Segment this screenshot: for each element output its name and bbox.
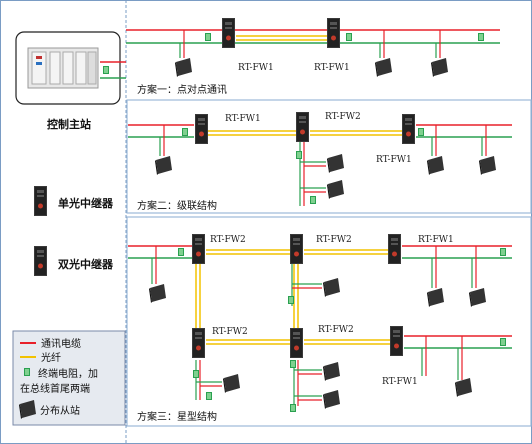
scheme-3: RT-FW2 RT-FW2 RT-FW1 RT-FW2 RT-FW2 RT-FW… <box>128 234 512 423</box>
terminator-icon <box>178 248 184 256</box>
device-label: RT-FW2 <box>210 235 246 245</box>
scheme-2: RT-FW1 RT-FW2 RT-FW1 方案二：级联结构 <box>128 112 512 212</box>
legend-slave: 分布从站 <box>40 404 80 417</box>
terminator-icon <box>205 33 211 41</box>
legend-box: 通讯电缆 光纤 终端电阻，加 在总线首尾两端 分布从站 <box>12 330 126 426</box>
legend-single-repeater: 单光中继器 <box>34 186 114 216</box>
master-label: 控制主站 <box>47 117 91 131</box>
legend-cable: 通讯电缆 <box>41 337 81 350</box>
scheme2-panel <box>126 99 532 214</box>
terminator-icon <box>478 33 484 41</box>
legend-terminator: 终端电阻，加 <box>38 367 98 380</box>
single-label: 单光中继器 <box>58 196 114 210</box>
terminator-icon <box>193 370 199 378</box>
scheme-1: RT-FW1 RT-FW1 方案一：点对点通讯 <box>126 18 500 96</box>
slave-station-icon <box>375 58 392 77</box>
slave-station-icon <box>223 374 240 393</box>
slave-station-icon <box>479 156 496 175</box>
terminator-icon <box>290 404 296 412</box>
plc-master-icon <box>27 47 99 89</box>
slave-station-icon <box>327 180 344 199</box>
terminator-icon <box>346 33 352 41</box>
slave-station-icon <box>155 156 172 175</box>
repeater-icon <box>192 234 205 264</box>
slave-station-icon <box>323 362 340 381</box>
terminator-icon <box>288 296 294 304</box>
scheme2-caption: 方案二：级联结构 <box>137 199 217 212</box>
device-label: RT-FW1 <box>382 377 418 387</box>
repeater-icon <box>388 234 401 264</box>
device-label: RT-FW1 <box>225 114 261 124</box>
slave-station-icon <box>327 154 344 173</box>
device-label: RT-FW1 <box>418 235 454 245</box>
slave-station-icon <box>323 278 340 297</box>
terminator-icon <box>206 392 212 400</box>
scheme3-caption: 方案三：星型结构 <box>137 410 217 423</box>
terminator-icon <box>500 248 506 256</box>
legend-fiber: 光纤 <box>41 351 61 364</box>
slave-station-icon <box>469 288 486 307</box>
terminator-icon <box>310 196 316 204</box>
slave-station-icon <box>427 288 444 307</box>
device-label: RT-FW2 <box>318 325 354 335</box>
repeater-icon <box>296 112 309 142</box>
terminator-icon <box>24 368 30 376</box>
repeater-icon <box>327 18 340 48</box>
device-label: RT-FW2 <box>325 112 361 122</box>
master-station: 控制主站 <box>15 31 126 131</box>
terminator-icon <box>103 66 109 74</box>
repeater-icon <box>34 246 47 276</box>
repeater-icon <box>195 114 208 144</box>
terminator-icon <box>500 338 506 346</box>
device-label: RT-FW2 <box>212 327 248 337</box>
terminator-icon <box>182 128 188 136</box>
terminator-icon <box>290 360 296 368</box>
slave-station-icon <box>149 284 166 303</box>
slave-station-icon <box>431 58 448 77</box>
terminator-icon <box>418 128 424 136</box>
dual-label: 双光中继器 <box>58 257 114 271</box>
device-label: RT-FW1 <box>376 155 412 165</box>
device-label: RT-FW2 <box>316 235 352 245</box>
repeater-icon <box>192 328 205 358</box>
repeater-icon <box>390 326 403 356</box>
repeater-icon <box>290 234 303 264</box>
repeater-icon <box>402 114 415 144</box>
repeater-icon <box>290 328 303 358</box>
device-label: RT-FW1 <box>314 63 350 73</box>
scheme3-panel <box>126 216 532 427</box>
terminator-icon <box>296 151 302 159</box>
scheme1-caption: 方案一：点对点通讯 <box>137 83 227 96</box>
repeater-icon <box>222 18 235 48</box>
repeater-icon <box>34 186 47 216</box>
slave-station-icon <box>455 378 472 397</box>
legend-dual-repeater: 双光中继器 <box>34 246 114 276</box>
slave-station-icon <box>427 156 444 175</box>
device-label: RT-FW1 <box>238 63 274 73</box>
slave-station-icon <box>175 58 192 77</box>
slave-station-icon <box>323 390 340 409</box>
legend-terminator-2: 在总线首尾两端 <box>20 382 90 395</box>
